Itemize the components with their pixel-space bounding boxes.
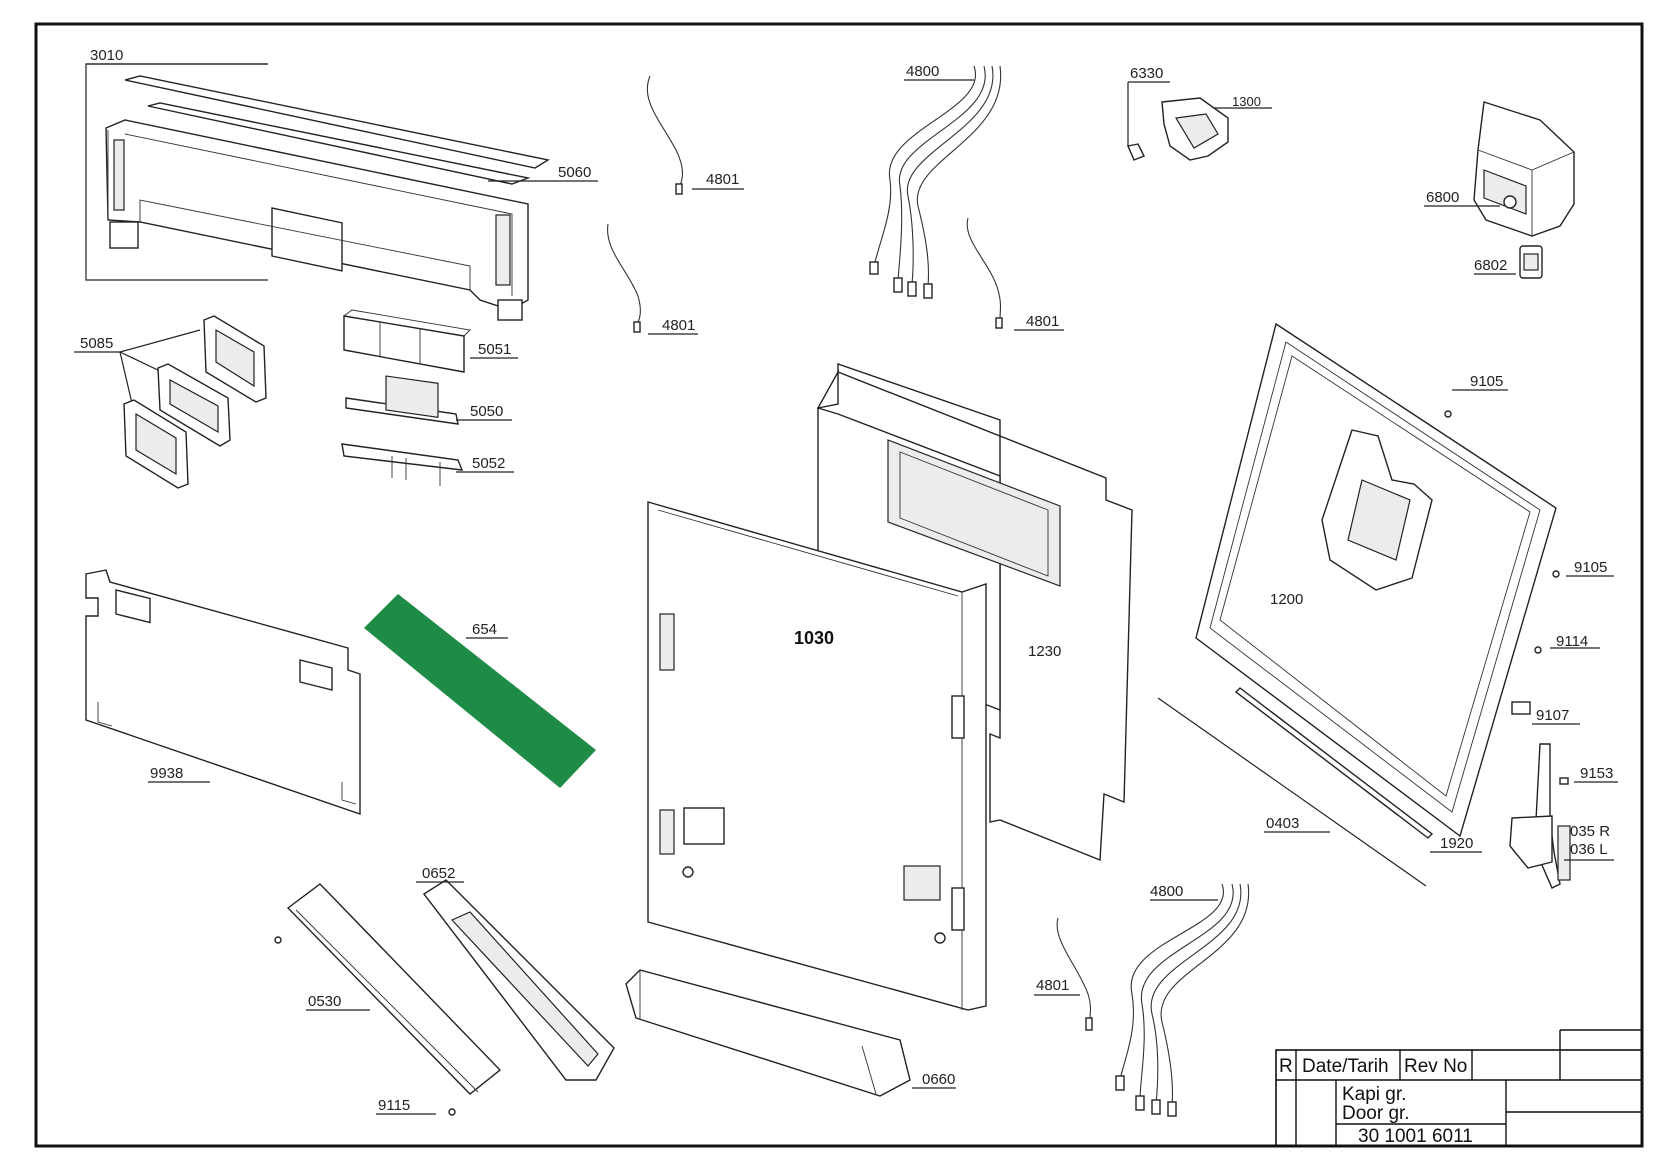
part-4801-sensor-c[interactable] [966, 217, 1064, 331]
part-4800-harness-top[interactable] [869, 65, 1002, 299]
label-6330: 6330 [1130, 65, 1163, 82]
part-4801-sensor-a[interactable] [646, 75, 744, 195]
part-0403-rod[interactable] [1157, 697, 1427, 887]
part-5050-board[interactable] [345, 375, 459, 425]
label-9107: 9107 [1536, 707, 1569, 724]
title-block-rev-mark: R [1279, 1056, 1293, 1077]
label-9153: 9153 [1580, 765, 1613, 782]
part-1920-seal[interactable] [1234, 687, 1482, 853]
part-9105-screw-a[interactable] [1444, 410, 1452, 418]
label-5060: 5060 [558, 164, 591, 181]
label-0660: 0660 [922, 1071, 955, 1088]
part-5052-bracket[interactable] [341, 443, 464, 486]
label-9114: 9114 [1556, 633, 1588, 650]
part-1030-outer-door[interactable] [647, 501, 987, 1011]
label-5051: 5051 [478, 341, 511, 358]
part-6330-clip[interactable] [1127, 81, 1170, 161]
part-hinge-035R-036L[interactable] [1509, 743, 1614, 889]
label-5050: 5050 [470, 403, 503, 420]
label-4800-a: 4800 [906, 63, 939, 80]
label-9105-a: 9105 [1470, 373, 1503, 390]
part-4800-harness-bottom[interactable] [1115, 883, 1250, 1117]
part-9115-screw-b[interactable] [448, 1108, 456, 1116]
title-block-rev-header: Rev No [1404, 1056, 1467, 1077]
label-1200: 1200 [1270, 591, 1303, 608]
label-0403: 0403 [1266, 815, 1299, 832]
label-4801-a: 4801 [706, 171, 739, 188]
label-5085: 5085 [80, 335, 113, 352]
part-9153-spring[interactable] [1559, 777, 1618, 785]
title-block-name-tr: Kapi gr. [1342, 1084, 1406, 1105]
part-0530-kickplate[interactable] [286, 883, 502, 1095]
part-9105-screw-b[interactable] [1552, 570, 1560, 578]
title-block-date-header: Date/Tarih [1302, 1056, 1389, 1077]
label-1030: 1030 [794, 628, 834, 648]
part-6802-valve[interactable] [1474, 245, 1543, 279]
part-5051-cover[interactable] [343, 309, 471, 373]
part-9938-panel[interactable] [85, 569, 361, 815]
part-1200-inner-door[interactable] [1195, 322, 1557, 838]
label-0652: 0652 [422, 865, 455, 882]
label-654: 654 [472, 621, 497, 638]
label-9938: 9938 [150, 765, 183, 782]
title-block: R Date/Tarih Rev No Kapi gr. Door gr. 30… [1275, 1029, 1643, 1147]
label-6802: 6802 [1474, 257, 1507, 274]
label-1300: 1300 [1232, 94, 1261, 109]
label-5052: 5052 [472, 455, 505, 472]
title-block-name-en: Door gr. [1342, 1103, 1410, 1124]
label-4801-b: 4801 [662, 317, 695, 334]
part-0660-bottom-profile[interactable] [625, 969, 956, 1097]
label-036L: 036 L [1570, 841, 1608, 858]
part-4801-sensor-d[interactable] [1034, 917, 1093, 1031]
label-4800-b: 4800 [1150, 883, 1183, 900]
label-1230: 1230 [1028, 643, 1061, 660]
part-1300-door-lock[interactable] [1161, 97, 1272, 161]
label-035R: 035 R [1570, 823, 1610, 840]
part-4801-sensor-b[interactable] [607, 223, 698, 335]
part-9115-screw-a[interactable] [274, 936, 282, 944]
label-3010: 3010 [90, 47, 123, 64]
part-6800-dispenser[interactable] [1424, 101, 1575, 237]
label-1920: 1920 [1440, 835, 1473, 852]
title-block-part-number: 30 1001 6011 [1358, 1126, 1473, 1147]
drawing-frame [34, 22, 1644, 1148]
label-9105-b: 9105 [1574, 559, 1607, 576]
label-4801-c: 4801 [1026, 313, 1059, 330]
part-9114-screw[interactable] [1534, 646, 1542, 654]
label-9115: 9115 [378, 1097, 410, 1114]
part-9107-clip[interactable] [1511, 701, 1580, 725]
label-4801-d: 4801 [1036, 977, 1069, 994]
label-0530: 0530 [308, 993, 341, 1010]
part-3010-control-panel[interactable] [85, 63, 550, 321]
part-5085-button-modules[interactable] [74, 315, 267, 489]
label-6800: 6800 [1426, 189, 1459, 206]
part-0652-handle[interactable] [416, 879, 615, 1081]
part-654-highlighted-strip[interactable] [364, 594, 596, 788]
